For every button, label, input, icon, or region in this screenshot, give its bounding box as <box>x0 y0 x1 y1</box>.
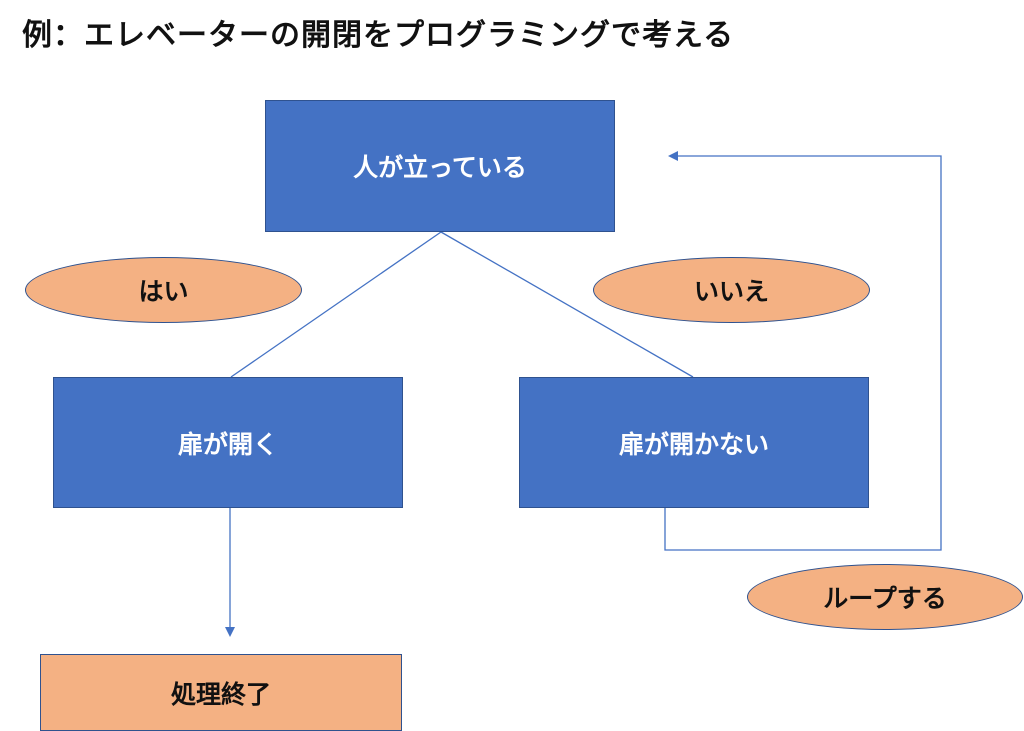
door-closed-box: 扉が開かない <box>519 377 869 508</box>
loop-arrow <box>664 151 942 551</box>
connector-no <box>440 231 694 378</box>
connector-yes <box>230 231 442 378</box>
end-label: 処理終了 <box>170 679 271 709</box>
door-open-box: 扉が開く <box>53 377 403 508</box>
no-label: いいえ <box>593 257 870 323</box>
condition-label: 人が立っている <box>353 153 527 182</box>
loop-text: ループする <box>823 584 947 613</box>
door-closed-label: 扉が開かない <box>618 429 769 459</box>
end-box: 処理終了 <box>40 654 402 731</box>
yes-label: はい <box>25 257 302 323</box>
door-open-label: 扉が開く <box>177 429 278 459</box>
loop-label: ループする <box>747 564 1023 630</box>
condition-box: 人が立っている <box>265 100 615 232</box>
no-text: いいえ <box>693 277 769 306</box>
yes-text: はい <box>138 277 189 306</box>
page-title: 例：エレベーターの開閉をプログラミングで考える <box>22 18 735 53</box>
